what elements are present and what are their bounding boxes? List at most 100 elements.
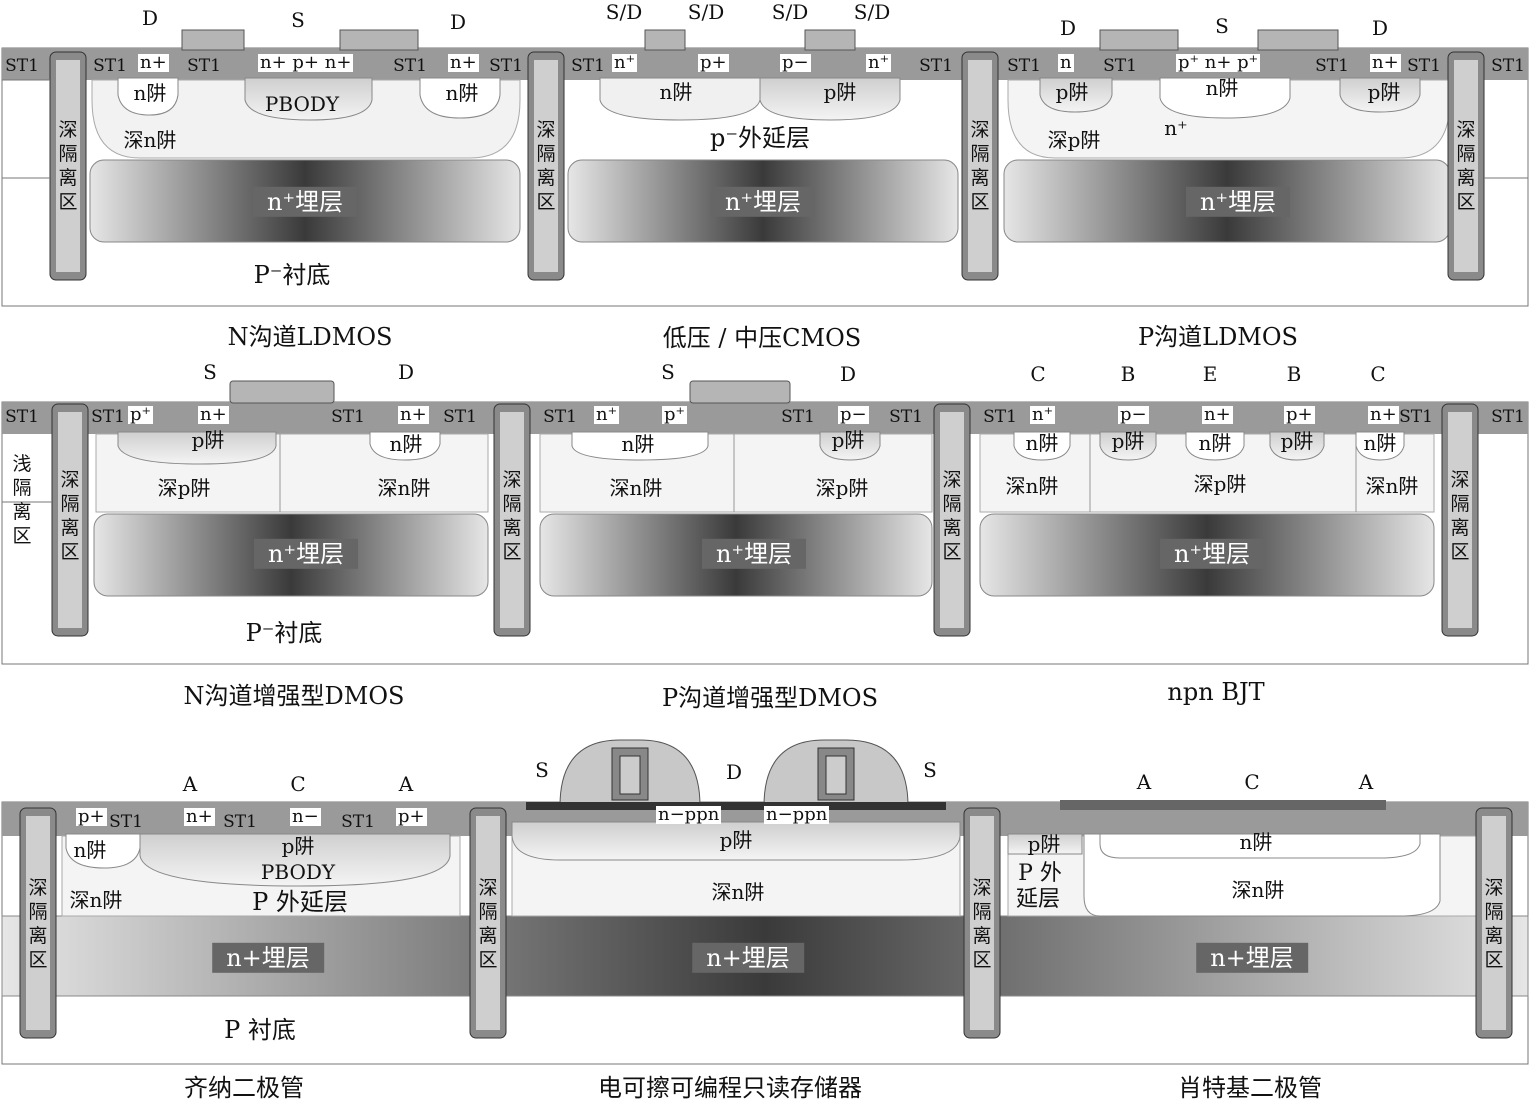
region-label: n阱 <box>1239 830 1273 854</box>
st1-label: ST1 <box>889 407 923 427</box>
region-label: p⁺ n+ p⁺ <box>1176 52 1261 73</box>
deep-isolation-label: 深隔离区 <box>970 119 990 213</box>
terminal-b: B <box>1120 362 1136 386</box>
region-label: n阱 <box>389 432 423 456</box>
region-label: n阱 <box>1025 431 1059 455</box>
deep-isolation-label: 深隔离区 <box>1450 469 1470 563</box>
terminal-sd: S/D <box>687 0 725 24</box>
row-2-cross-section <box>1 380 1529 665</box>
st1-label: ST1 <box>571 56 605 76</box>
terminal-d: D <box>141 6 159 30</box>
terminal-d: D <box>1059 16 1077 40</box>
region-label: PBODY <box>260 860 336 884</box>
region-label: P 外 <box>1018 861 1062 886</box>
region-label: n⁺ <box>594 404 620 425</box>
device-caption: P沟道LDMOS <box>1137 323 1299 351</box>
region-label: n阱 <box>1363 431 1397 455</box>
region-label: p− <box>780 52 811 73</box>
st1-label: ST1 <box>93 56 127 76</box>
region-label: n+ <box>1368 404 1399 425</box>
buried-layer-label: n⁺埋层 <box>1159 538 1265 570</box>
device-caption: 低压 / 中压CMOS <box>662 324 862 352</box>
terminal-e: E <box>1202 362 1218 386</box>
device-caption: P沟道增强型DMOS <box>661 684 879 712</box>
st1-label: ST1 <box>91 407 125 427</box>
row-2: S D S D C B E B C ST1 ST1 ST1 ST1 ST1 ST… <box>0 356 1535 712</box>
row-3: A C A S D S A C A ST1 ST1 ST1 p+ n+ n− p… <box>0 726 1535 1102</box>
terminal-s: S <box>923 758 937 782</box>
device-caption: npn BJT <box>1167 678 1265 706</box>
st1-label: ST1 <box>781 407 815 427</box>
region-label: p⁺ <box>662 404 688 425</box>
row-1: D S D S/D S/D S/D S/D D S D ST1 ST1 ST1 … <box>0 0 1535 352</box>
device-caption: N沟道LDMOS <box>227 323 393 351</box>
buried-layer-label: n+埋层 <box>692 942 804 974</box>
terminal-a: A <box>398 772 414 796</box>
region-label: n+ <box>398 404 429 425</box>
region-label: p⁻外延层 <box>709 124 811 152</box>
region-label: n+ p+ n+ <box>258 52 354 73</box>
region-label: 深p阱 <box>1193 472 1247 496</box>
region-label: n阱 <box>659 80 693 104</box>
terminal-b: B <box>1286 362 1302 386</box>
shallow-isolation-label: 浅隔离区 <box>12 453 32 547</box>
region-label: p阱 <box>1280 429 1314 453</box>
region-label: 深n阱 <box>609 476 663 500</box>
st1-label: ST1 <box>983 407 1017 427</box>
region-label: 深n阱 <box>69 888 123 912</box>
region-label: 延层 <box>1015 887 1061 912</box>
region-label: p+ <box>76 806 107 827</box>
terminal-a: A <box>1136 770 1152 794</box>
deep-isolation-label: 深隔离区 <box>478 877 498 971</box>
region-label: p− <box>1118 404 1149 425</box>
terminal-s: S <box>661 360 675 384</box>
terminal-a: A <box>1358 770 1374 794</box>
deep-isolation-label: 深隔离区 <box>60 469 80 563</box>
region-label: n+ <box>138 52 169 73</box>
terminal-s: S <box>203 360 217 384</box>
st1-label: ST1 <box>1103 56 1137 76</box>
region-label: n⁺ <box>866 52 892 73</box>
region-label: n阱 <box>1205 76 1239 100</box>
region-label: p− <box>838 404 869 425</box>
st1-label: ST1 <box>543 407 577 427</box>
deep-isolation-label: 深隔离区 <box>972 877 992 971</box>
region-label: n⁺ <box>612 52 638 73</box>
st1-label: ST1 <box>1007 56 1041 76</box>
region-label: n− <box>290 806 321 827</box>
st1-label: ST1 <box>109 812 143 832</box>
region-label: n⁺ <box>1164 116 1188 140</box>
buried-layer-label: n⁺埋层 <box>710 186 816 218</box>
buried-layer-label: n+埋层 <box>1196 942 1308 974</box>
region-label: n−ppn <box>764 804 830 825</box>
terminal-sd: S/D <box>853 0 891 24</box>
region-label: n+ <box>448 52 479 73</box>
region-label: n+ <box>184 806 215 827</box>
region-label: n <box>1058 52 1074 73</box>
terminal-a: A <box>182 772 198 796</box>
region-label: 深n阱 <box>711 880 765 904</box>
terminal-d: D <box>725 760 743 784</box>
region-label: n⁺ <box>1030 404 1056 425</box>
terminal-sd: S/D <box>771 0 809 24</box>
region-label: 深p阱 <box>157 476 211 500</box>
terminal-d: D <box>839 362 857 386</box>
terminal-s: S <box>1215 14 1229 38</box>
deep-isolation-label: 深隔离区 <box>1456 119 1476 213</box>
substrate-label: P⁻衬底 <box>253 261 331 289</box>
region-label: p阱 <box>1367 80 1401 104</box>
region-label: 深n阱 <box>123 128 177 152</box>
st1-label: ST1 <box>223 812 257 832</box>
buried-layer-label: n⁺埋层 <box>1185 186 1291 218</box>
region-label: p+ <box>396 806 427 827</box>
region-label: p阱 <box>1055 80 1089 104</box>
device-caption: 电可擦可编程只读存储器 <box>598 1074 862 1102</box>
region-label: p阱 <box>1111 429 1145 453</box>
buried-layer-label: n+埋层 <box>212 942 324 974</box>
terminal-c: C <box>290 772 306 796</box>
region-label: 深p阱 <box>1047 128 1101 152</box>
region-label: p阱 <box>823 80 857 104</box>
terminal-c: C <box>1030 362 1046 386</box>
device-caption: 齐纳二极管 <box>184 1074 304 1102</box>
buried-layer-label: n⁺埋层 <box>252 186 358 218</box>
